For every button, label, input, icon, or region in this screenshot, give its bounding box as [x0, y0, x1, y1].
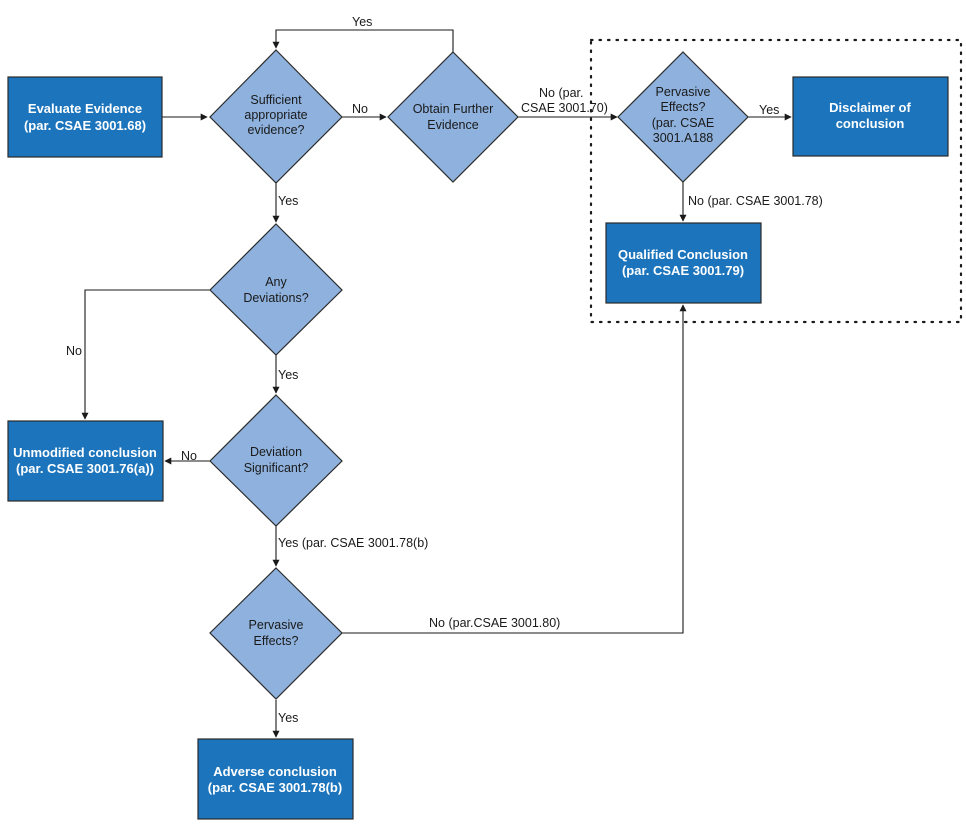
deviations-line-1: Any: [265, 275, 287, 289]
label-significant-yes: Yes (par. CSAE 3001.78(b): [278, 536, 428, 550]
evaluate-evidence-line-1: Evaluate Evidence: [28, 101, 142, 116]
adverse-line-2: (par. CSAE 3001.78(b): [208, 780, 342, 795]
significant-line-1: Deviation: [250, 445, 302, 459]
edge-pervasive-bottom-no: [342, 304, 687, 634]
dotted-group-frame: [589, 38, 963, 324]
significant-line-2: Significant?: [244, 461, 309, 475]
svg-text:Evaluate Evidence(par. CSAE 30: Evaluate Evidence (par. CSAE 3001.68): [24, 101, 146, 133]
label-pervasive-top-yes: Yes: [759, 103, 779, 117]
label-pervasive-top-no: No (par. CSAE 3001.78): [688, 194, 823, 208]
label-pervasive-bottom-no: No (par.CSAE 3001.80): [429, 616, 560, 630]
pervasive-bottom-line-2: Effects?: [254, 634, 299, 648]
svg-text:No (par.CSAE 3001.70): No (par.CSAE 3001.70): [521, 86, 608, 115]
adverse-conclusion-box: Adverse conclusion(par. CSAE 3001.78(b): [197, 738, 354, 820]
svg-text:Qualified Conclusion(par. CSAE: Qualified Conclusion(par. CSAE 3001.79): [618, 247, 748, 278]
sufficient-line-3: evidence?: [248, 123, 305, 137]
unmodified-line-2: (par. CSAE 3001.76(a)): [16, 461, 154, 476]
pervasive-top-line-1: Pervasive: [656, 85, 711, 99]
label-obtain-no-line-2: CSAE 3001.70): [521, 101, 608, 115]
label-sufficient-yes: Yes: [278, 194, 298, 208]
pervasive-bottom-line-1: Pervasive: [249, 618, 304, 632]
disclaimer-line-1: Disclaimer of: [829, 100, 911, 115]
obtain-line-2: Evidence: [427, 118, 478, 132]
disclaimer-line-2: conclusion: [836, 116, 905, 131]
unmodified-conclusion-box: Unmodified conclusion(par. CSAE 3001.76(…: [7, 420, 164, 502]
pervasive-top-line-4: 3001.A188: [653, 131, 714, 145]
label-obtain-no-line-1: No (par.: [539, 86, 583, 100]
qualified-line-1: Qualified Conclusion: [618, 247, 748, 262]
label-pervasive-bottom-yes: Yes: [278, 711, 298, 725]
label-obtain-loop-yes: Yes: [352, 15, 372, 29]
adverse-line-1: Adverse conclusion: [213, 764, 337, 779]
pervasive-top-line-2: Effects?: [661, 100, 706, 114]
qualified-conclusion-box: Qualified Conclusion(par. CSAE 3001.79): [605, 222, 762, 304]
label-significant-no: No: [181, 449, 197, 463]
label-deviations-no: No: [66, 344, 82, 358]
unmodified-line-1: Unmodified conclusion: [13, 445, 157, 460]
evaluate-evidence-box: Evaluate Evidence (par. CSAE 3001.68): [7, 76, 163, 158]
qualified-line-2: (par. CSAE 3001.79): [622, 263, 744, 278]
label-deviations-yes: Yes: [278, 368, 298, 382]
svg-text:Adverse conclusion(par. CSAE 3: Adverse conclusion(par. CSAE 3001.78(b): [208, 764, 342, 795]
pervasive-top-line-3: (par. CSAE: [652, 116, 715, 130]
svg-text:Unmodified conclusion(par. CSA: Unmodified conclusion(par. CSAE 3001.76(…: [13, 445, 157, 476]
edge-obtain-loop-yes: [272, 29, 454, 52]
evaluate-evidence-line-2: (par. CSAE 3001.68): [24, 118, 146, 133]
deviations-line-2: Deviations?: [243, 291, 308, 305]
label-sufficient-no: No: [352, 102, 368, 116]
sufficient-line-1: Sufficient: [250, 93, 302, 107]
obtain-line-1: Obtain Further: [413, 102, 494, 116]
edge-deviations-no: [81, 289, 210, 420]
sufficient-line-2: appropriate: [244, 108, 307, 122]
